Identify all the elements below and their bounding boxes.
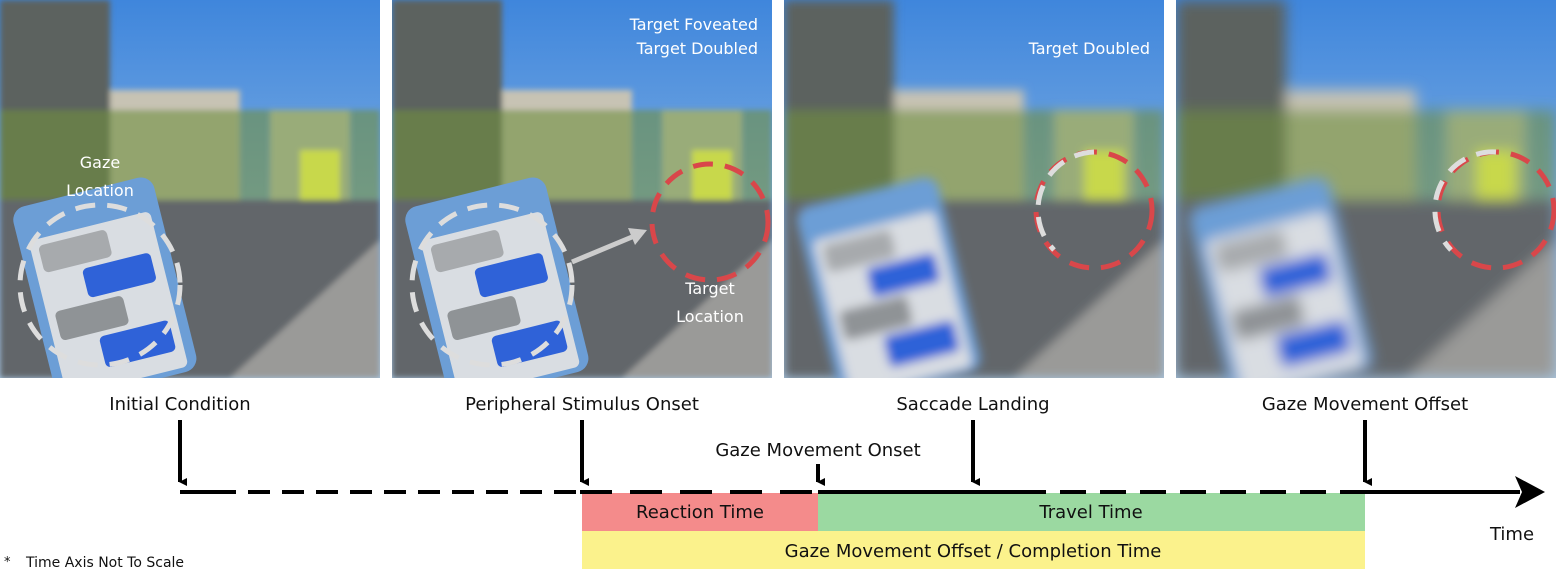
caption-onset: Gaze Movement Onset — [715, 440, 920, 461]
target-label-2: Location — [676, 307, 744, 326]
gaze-label-2: Location — [66, 181, 134, 200]
target-label-1: Target — [684, 279, 735, 298]
completion-bar — [582, 531, 1365, 569]
caption-saccade: Saccade Landing — [896, 394, 1049, 415]
status-target-doubled-2: Target Doubled — [1028, 39, 1150, 58]
scene-initial-condition — [0, 0, 380, 378]
scene-peripheral-stimulus-onset — [392, 0, 772, 378]
caption-initial: Initial Condition — [109, 394, 250, 415]
completion-label: Gaze Movement Offset / Completion Time — [785, 541, 1162, 562]
status-target-foveated: Target Foveated — [629, 15, 758, 34]
scene-gaze-movement-offset — [1176, 0, 1556, 378]
gaze-circle — [409, 202, 575, 368]
footnote-mark: * — [4, 555, 11, 570]
footnote: Time Axis Not To Scale — [25, 555, 184, 571]
caption-stimulus: Peripheral Stimulus Onset — [465, 394, 699, 415]
reaction-label: Reaction Time — [636, 502, 764, 523]
saccade-arrow-icon — [628, 228, 647, 245]
status-target-doubled: Target Doubled — [636, 39, 758, 58]
target-circle — [649, 161, 771, 283]
axis-arrow-icon — [1515, 476, 1545, 508]
axis-label: Time — [1489, 524, 1534, 545]
travel-bar — [818, 493, 1365, 531]
gaze-label-1: Gaze — [80, 153, 120, 172]
scene-saccade-landing — [784, 0, 1164, 378]
travel-label: Travel Time — [1038, 502, 1142, 523]
reaction-bar — [582, 493, 818, 531]
caption-offset: Gaze Movement Offset — [1262, 394, 1468, 415]
gaze-circle — [17, 202, 183, 368]
